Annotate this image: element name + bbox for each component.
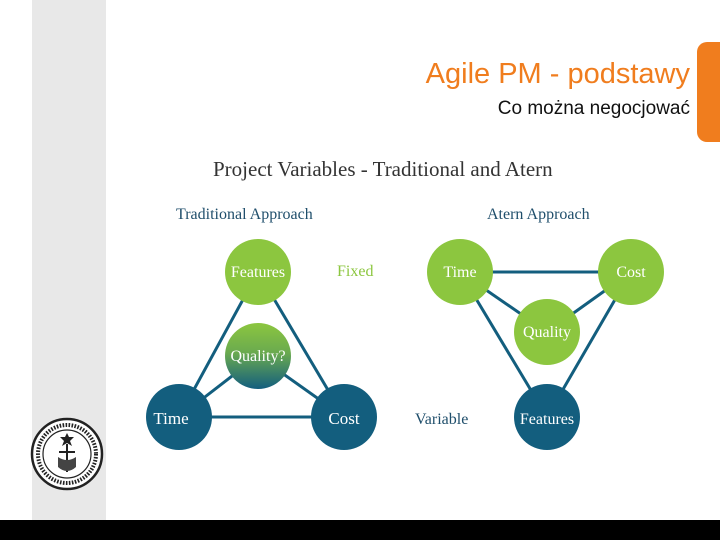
traditional-quality-node [225, 323, 291, 389]
traditional-time-node [146, 384, 212, 450]
atern-quality-label: Quality [523, 324, 571, 341]
atern-features-label: Features [520, 411, 574, 428]
bottom-bar [0, 520, 720, 540]
atern-time-label: Time [443, 264, 476, 281]
atern-time-node [427, 239, 493, 305]
traditional-quality-label: Quality? [230, 348, 285, 365]
traditional-time-label: Time [153, 409, 188, 428]
atern-approach-label: Atern Approach [487, 206, 590, 223]
diagram-heading: Project Variables - Traditional and Ater… [213, 157, 553, 181]
atern-cost-label: Cost [616, 264, 646, 281]
slide-title: Agile PM - podstawy [425, 58, 690, 90]
project-variables-diagram: Project Variables - Traditional and Ater… [146, 157, 664, 450]
traditional-approach-label: Traditional Approach [176, 206, 313, 223]
variable-label: Variable [415, 411, 468, 428]
university-seal-logo [30, 417, 104, 491]
traditional-cost-label: Cost [328, 409, 359, 428]
traditional-features-label: Features [231, 264, 285, 281]
atern-features-node [514, 384, 580, 450]
traditional-features-node [225, 239, 291, 305]
slide-subtitle: Co można negocjować [497, 98, 690, 119]
accent-tab [697, 42, 720, 142]
fixed-label: Fixed [337, 263, 373, 280]
atern-quality-node [514, 299, 580, 365]
atern-cost-node [598, 239, 664, 305]
traditional-cost-node [311, 384, 377, 450]
